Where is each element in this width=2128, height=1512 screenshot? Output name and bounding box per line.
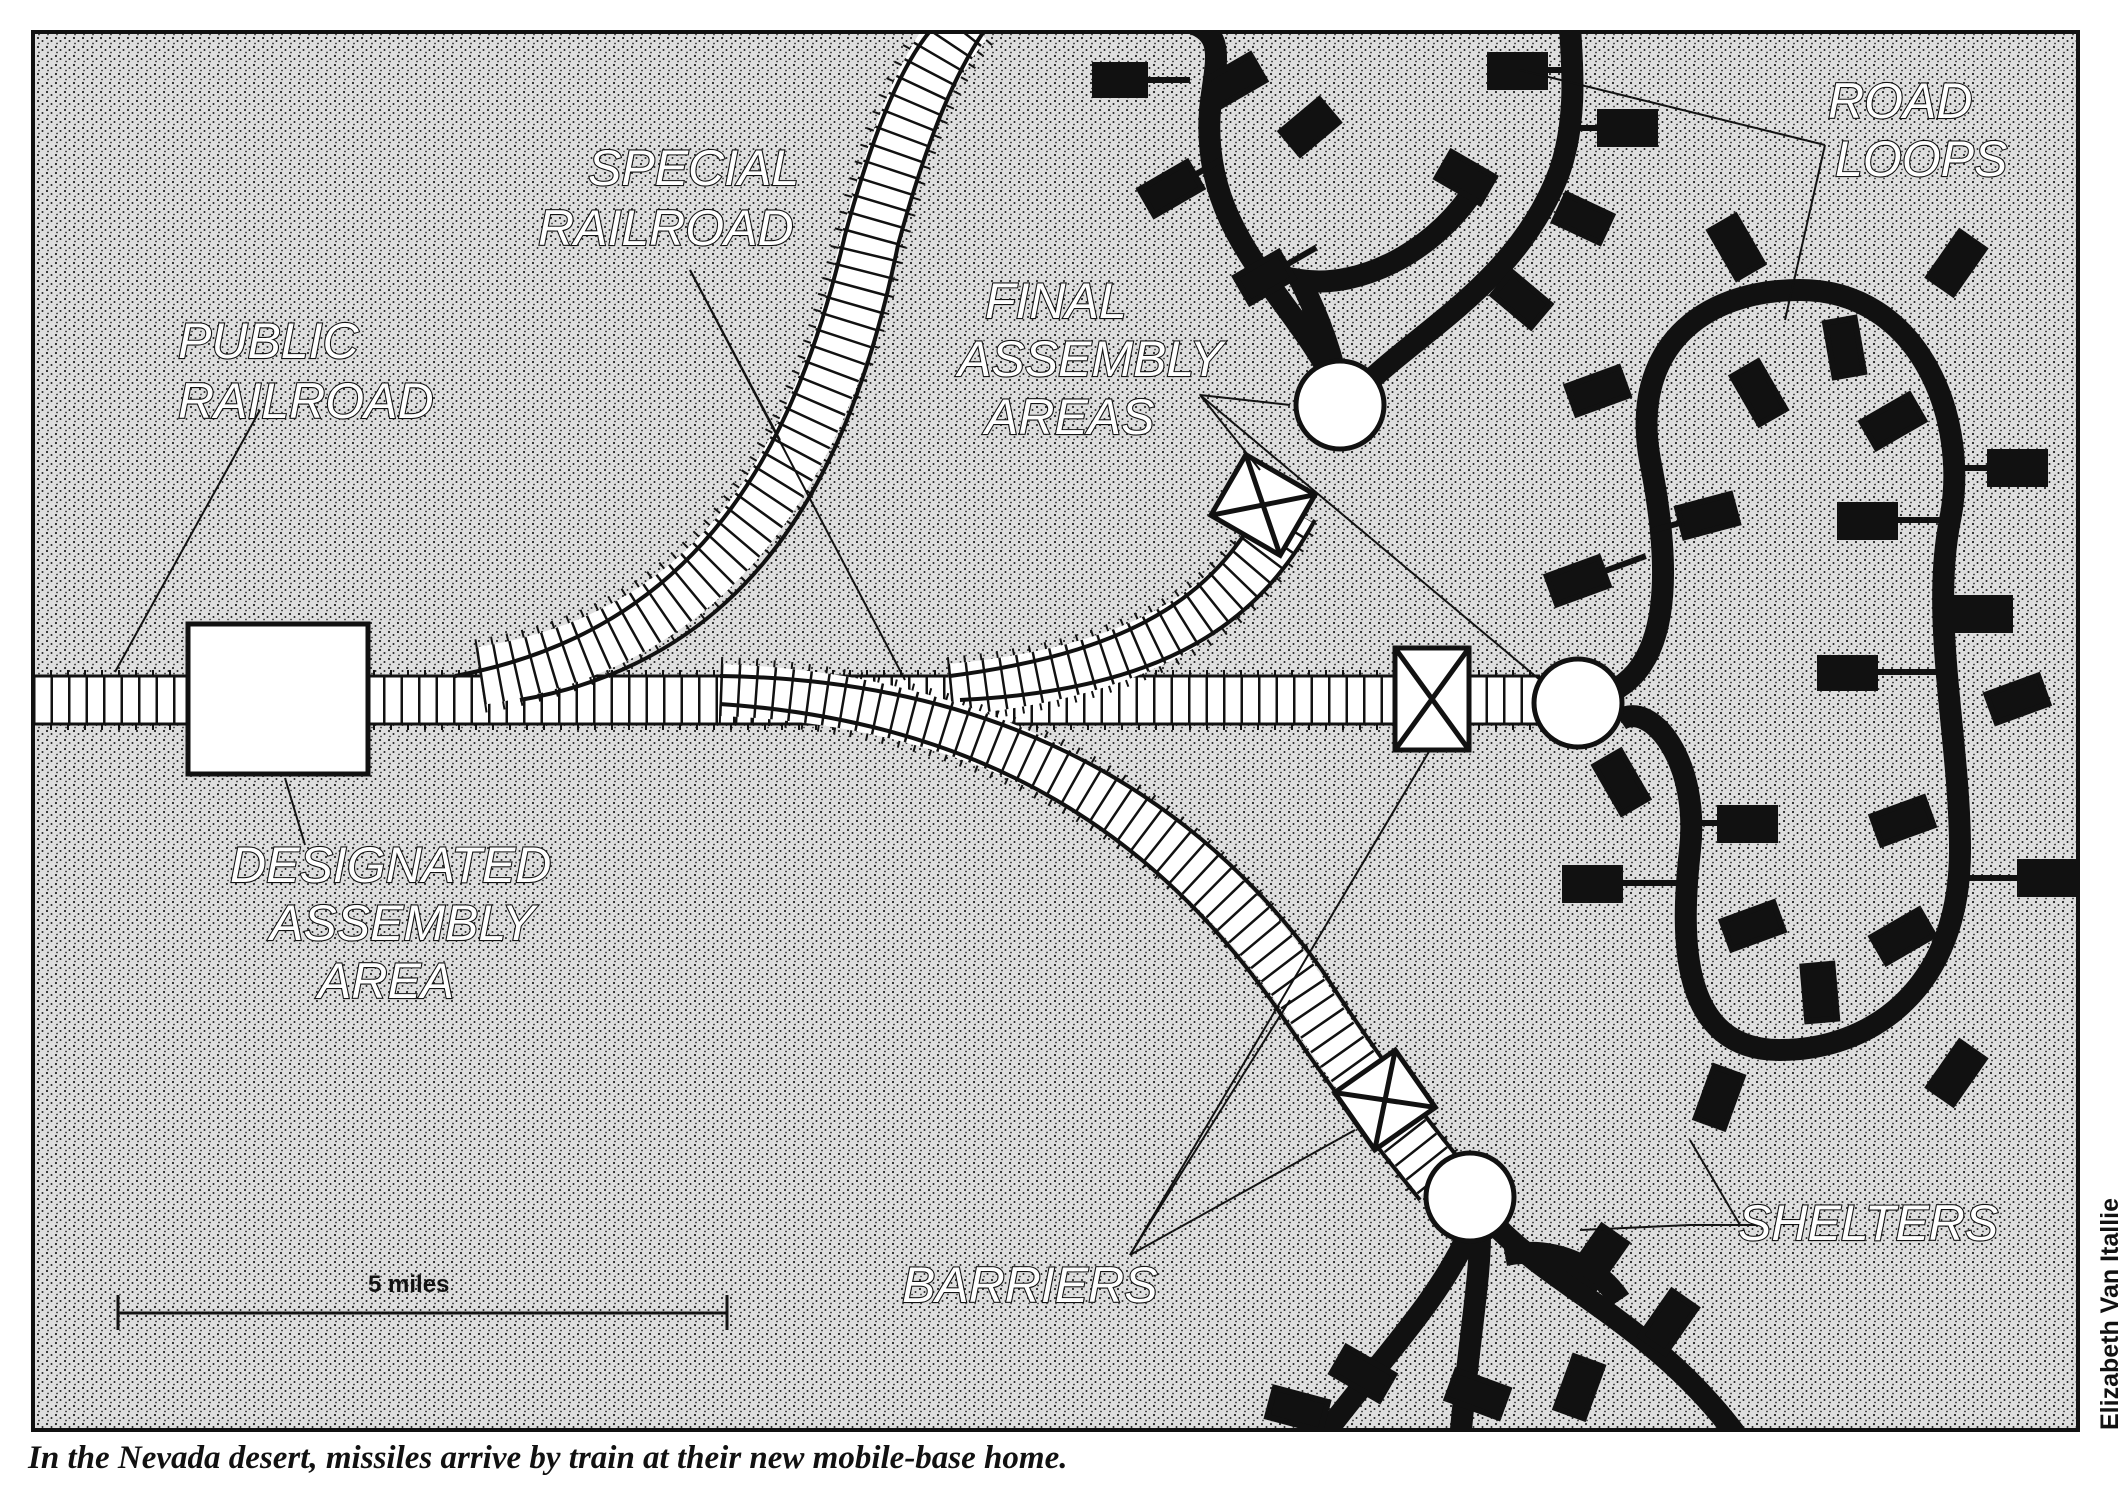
shelter bbox=[1717, 898, 1788, 954]
map-border bbox=[31, 30, 2080, 1432]
illustrator-credit: Elizabeth Van Itallie bbox=[2096, 1197, 2124, 1430]
barriers bbox=[1207, 451, 1472, 1154]
shelter bbox=[1799, 960, 1841, 1025]
shelter bbox=[1636, 1286, 1701, 1358]
label-barriers: BARRIERS bbox=[902, 1257, 1158, 1313]
figure-caption: In the Nevada desert, missiles arrive by… bbox=[28, 1440, 1068, 1476]
final-assembly-area-north bbox=[1293, 358, 1387, 452]
shelter bbox=[1857, 390, 1929, 453]
shelter bbox=[1691, 1062, 1747, 1133]
shelter bbox=[1651, 490, 1742, 541]
label-special-railroad: SPECIAL RAILROAD bbox=[538, 140, 812, 256]
shelter bbox=[1960, 859, 2078, 897]
barrier-north bbox=[1207, 451, 1319, 559]
scale-label: 5 miles bbox=[368, 1271, 449, 1298]
shelter bbox=[1705, 211, 1768, 283]
shelter bbox=[1487, 52, 1570, 90]
shelter bbox=[1590, 746, 1653, 818]
shelter bbox=[1231, 244, 1318, 308]
label-road-loops: ROAD LOOPS bbox=[1828, 73, 2007, 187]
shelter bbox=[1924, 1037, 1989, 1109]
shelter bbox=[1955, 449, 2048, 487]
shelter bbox=[1562, 865, 1690, 903]
scale-bar bbox=[116, 1295, 729, 1330]
final-assembly-areas bbox=[1293, 358, 1625, 1244]
shelter bbox=[1867, 793, 1938, 849]
shelter bbox=[1690, 805, 1778, 843]
label-designated-assembly-area: DESIGNATED ASSEMBLY AREA bbox=[230, 837, 565, 1009]
shelter bbox=[1982, 671, 2053, 727]
shelter bbox=[1202, 50, 1270, 110]
shelter bbox=[1562, 363, 1633, 419]
shelter bbox=[1276, 95, 1343, 159]
shelters bbox=[1092, 50, 2078, 1430]
shelter bbox=[1821, 314, 1868, 381]
road-loop-south bbox=[1313, 1222, 1747, 1430]
shelter bbox=[1570, 109, 1658, 147]
shelter bbox=[1566, 1221, 1631, 1293]
shelter bbox=[1432, 147, 1499, 208]
road-loops bbox=[1182, 32, 1972, 1430]
shelter bbox=[1952, 595, 2013, 633]
shelter bbox=[1263, 1384, 1332, 1430]
designated-assembly-area bbox=[185, 621, 371, 777]
label-shelters: SHELTERS bbox=[1738, 1195, 1998, 1251]
shelter bbox=[1092, 62, 1190, 98]
shelter bbox=[1542, 553, 1647, 609]
shelter bbox=[1867, 905, 1939, 968]
leader-lines bbox=[114, 69, 1826, 1256]
shelter bbox=[1551, 1352, 1607, 1423]
shelter bbox=[1837, 502, 1950, 540]
barrier-south bbox=[1331, 1046, 1439, 1154]
label-final-assembly-areas: FINAL ASSEMBLY AREAS bbox=[955, 273, 1236, 445]
barrier-east bbox=[1392, 645, 1472, 753]
shelter bbox=[1727, 357, 1790, 429]
shelter bbox=[1488, 267, 1555, 332]
road-loop-east bbox=[1578, 278, 1972, 1062]
shelter bbox=[1135, 157, 1223, 220]
shelter bbox=[1327, 1342, 1399, 1405]
road-loop-north bbox=[1182, 32, 1584, 400]
shelter bbox=[1817, 655, 1950, 691]
final-assembly-area-east bbox=[1531, 656, 1625, 750]
final-assembly-area-south bbox=[1423, 1150, 1517, 1244]
shelter bbox=[1924, 227, 1989, 299]
label-public-railroad: PUBLIC RAILROAD bbox=[178, 313, 434, 429]
shelter bbox=[1550, 190, 1617, 247]
special-railroad-north bbox=[454, 32, 994, 713]
shelter bbox=[1442, 1366, 1513, 1422]
